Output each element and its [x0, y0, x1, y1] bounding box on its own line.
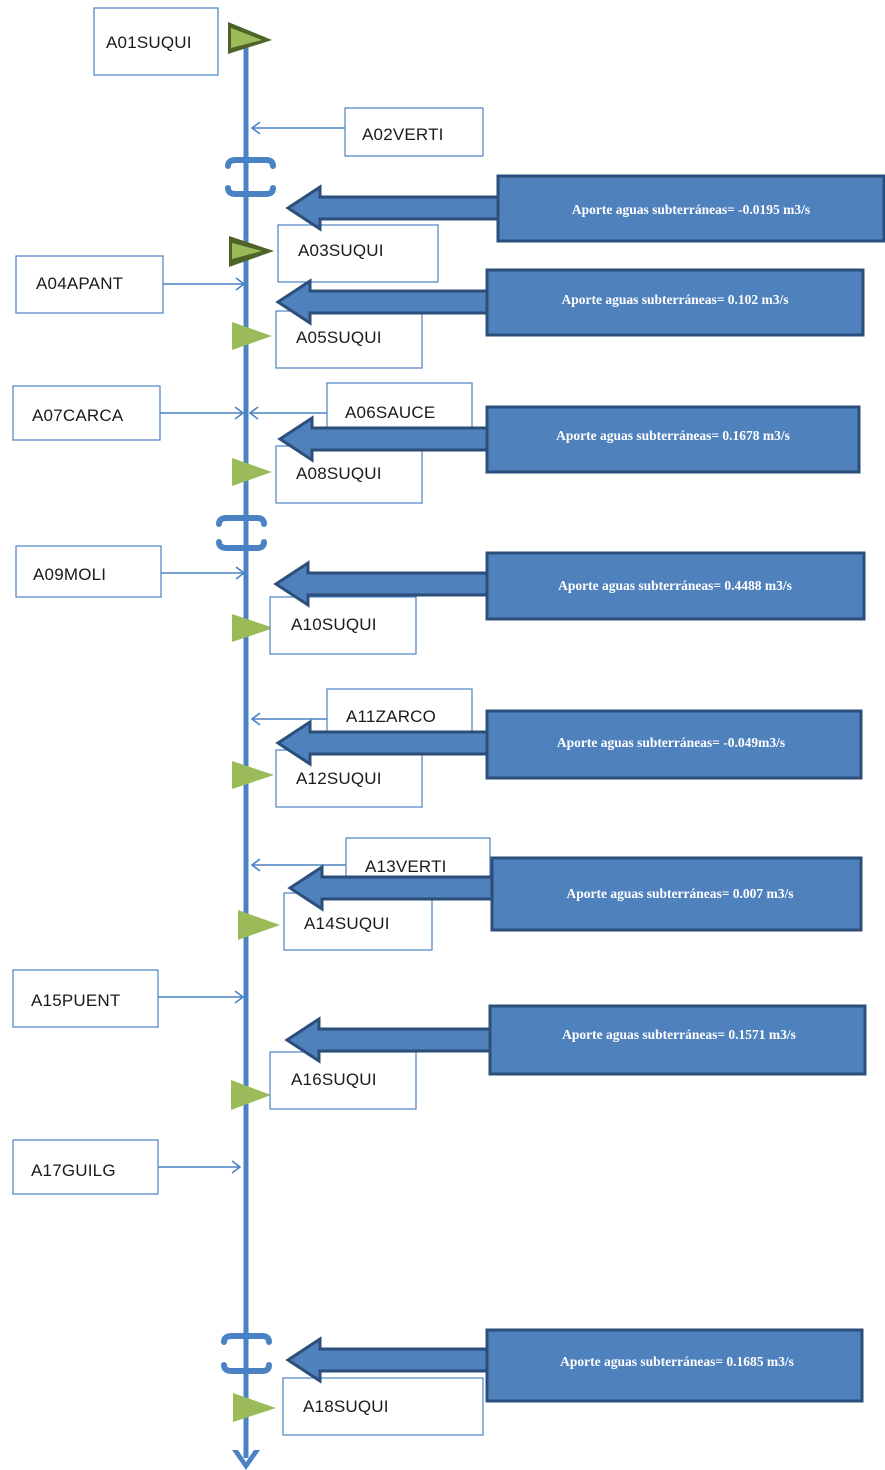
gauge-flag-icon-a08	[232, 458, 272, 486]
station-box-a01[interactable]: A01SUQUI	[93, 7, 219, 76]
station-label: A13VERTI	[365, 857, 447, 876]
gauge-flag-icon-a12	[232, 761, 274, 789]
station-box-a16[interactable]: A16SUQUI	[269, 1051, 417, 1110]
reach-break-marker-2	[216, 515, 267, 551]
groundwater-label: Aporte aguas subterráneas= 0.1678 m3/s	[556, 428, 790, 443]
station-label: A05SUQUI	[296, 328, 382, 347]
station-label: A14SUQUI	[304, 914, 390, 933]
station-box-a06[interactable]: A06SAUCE	[326, 382, 473, 432]
groundwater-label: Aporte aguas subterráneas= -0.049m3/s	[557, 735, 785, 750]
groundwater-inflow-7: Aporte aguas subterráneas= 0.1571 m3/s	[284, 1004, 867, 1076]
station-label: A01SUQUI	[106, 33, 192, 52]
station-box-a11[interactable]: A11ZARCO	[326, 688, 473, 738]
station-box-a09[interactable]: A09MOLI	[15, 545, 162, 598]
station-label: A06SAUCE	[345, 403, 435, 422]
station-label: A16SUQUI	[291, 1070, 377, 1089]
station-label: A12SUQUI	[296, 769, 382, 788]
station-label: A11ZARCO	[346, 707, 436, 726]
station-label: A15PUENT	[31, 991, 120, 1010]
station-box-a12[interactable]: A12SUQUI	[275, 749, 423, 808]
groundwater-inflow-8: Aporte aguas subterráneas= 0.1685 m3/s	[285, 1328, 864, 1403]
station-box-a15[interactable]: A15PUENT	[12, 969, 159, 1028]
station-label: A02VERTI	[362, 125, 444, 144]
groundwater-label: Aporte aguas subterráneas= 0.4488 m3/s	[558, 578, 792, 593]
station-box-a07[interactable]: A07CARCA	[12, 385, 161, 441]
station-label: A03SUQUI	[298, 241, 384, 260]
groundwater-label: Aporte aguas subterráneas= 0.102 m3/s	[561, 292, 788, 307]
station-label: A07CARCA	[32, 406, 124, 425]
tributary-connectors	[158, 121, 346, 1174]
station-label: A09MOLI	[33, 565, 106, 584]
river-flow-arrowhead	[232, 1450, 260, 1470]
reach-break-marker-1	[225, 157, 276, 197]
groundwater-inflow-6: Aporte aguas subterráneas= 0.007 m3/s	[287, 856, 863, 932]
station-box-a17[interactable]: A17GUILG	[12, 1139, 159, 1195]
groundwater-label: Aporte aguas subterráneas= 0.1685 m3/s	[560, 1354, 794, 1369]
groundwater-label: Aporte aguas subterráneas= 0.007 m3/s	[566, 886, 793, 901]
station-label: A10SUQUI	[291, 615, 377, 634]
station-label: A08SUQUI	[296, 464, 382, 483]
station-box-a18[interactable]: A18SUQUI	[282, 1377, 484, 1436]
station-box-a14[interactable]: A14SUQUI	[283, 892, 433, 951]
station-box-a05[interactable]: A05SUQUI	[275, 310, 423, 369]
reach-break-marker-3	[221, 1333, 272, 1374]
gauge-flag-icon-a18	[233, 1393, 276, 1422]
groundwater-inflow-5: Aporte aguas subterráneas= -0.049m3/s	[275, 709, 863, 780]
groundwater-inflow-4: Aporte aguas subterráneas= 0.4488 m3/s	[273, 551, 866, 621]
gauge-flag-icon-a05	[232, 322, 272, 350]
groundwater-label: Aporte aguas subterráneas= -0.0195 m3/s	[572, 202, 810, 217]
station-box-a02[interactable]: A02VERTI	[344, 107, 484, 157]
gauge-flag-icon-a16	[231, 1080, 271, 1110]
groundwater-inflow-3: Aporte aguas subterráneas= 0.1678 m3/s	[277, 405, 861, 474]
station-label: A17GUILG	[31, 1161, 116, 1180]
station-label: A18SUQUI	[303, 1397, 389, 1416]
gauge-flag-icon-a10	[232, 614, 274, 642]
station-label: A04APANT	[36, 274, 123, 293]
station-box-a10[interactable]: A10SUQUI	[269, 596, 417, 655]
station-box-a04[interactable]: A04APANT	[15, 255, 164, 314]
groundwater-inflow-1: Aporte aguas subterráneas= -0.0195 m3/s	[285, 174, 885, 243]
station-box-a08[interactable]: A08SUQUI	[275, 445, 423, 504]
groundwater-inflow-2: Aporte aguas subterráneas= 0.102 m3/s	[275, 268, 865, 337]
groundwater-label: Aporte aguas subterráneas= 0.1571 m3/s	[562, 1027, 796, 1042]
station-box-a03[interactable]: A03SUQUI	[277, 224, 439, 283]
gauge-flag-icon-a14	[238, 910, 280, 940]
